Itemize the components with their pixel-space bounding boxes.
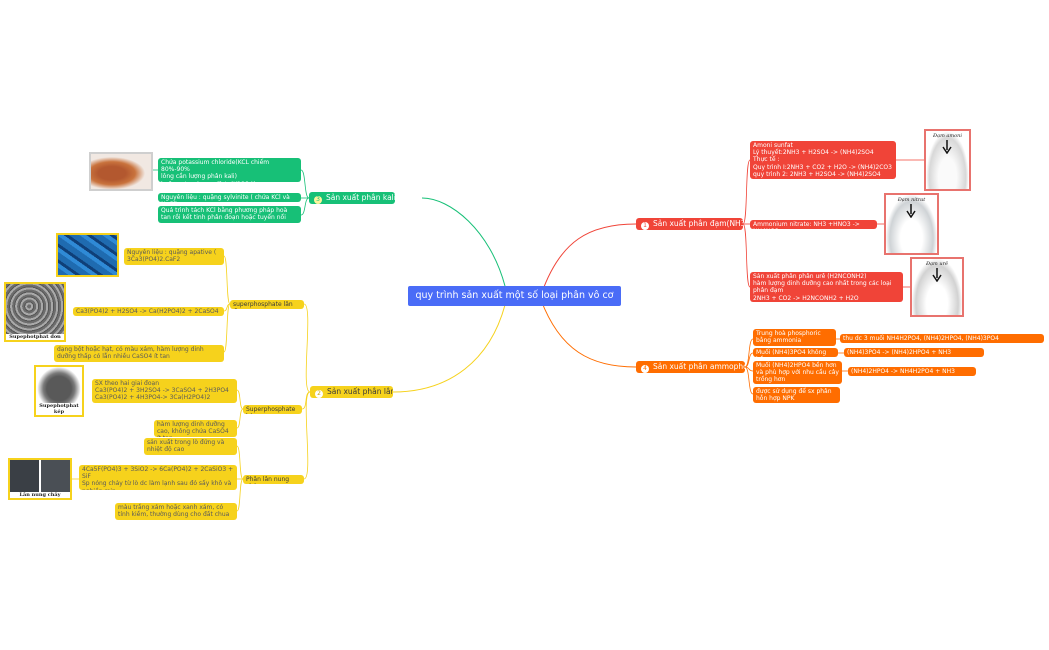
single-item-properties[interactable]: dạng bột hoặc hạt, có màu xám, hàm lượng… [54,345,224,362]
potassium-item-separation[interactable]: Quá trình tách KCl bằng phương pháp hoà … [158,206,301,223]
branch-potassium[interactable]: 3 Sản xuất phân kali [309,192,395,204]
ammophos-detail-reaction-1[interactable]: (NH4)3PO4 -> (NH4)2HPO4 + NH3 [844,348,984,357]
link-root-potassium [421,197,506,287]
nitrogen-item-urea[interactable]: Sản xuất phân phân urê (H2NCONH2) hàm lư… [750,272,903,302]
ammophos-item-neutralize[interactable]: Trung hoà phosphoric bằng ammonia [753,329,836,346]
link-root-nitrogen [540,223,637,296]
single-item-apatite[interactable]: Nguyên liệu : quặng apative ( 3Ca3(PO4)2… [124,248,224,265]
ammophos-item-unstable[interactable]: Muối (NH4)3PO4 không bền [753,348,838,357]
image-caption: Supephotphat đơn [6,334,64,340]
ammophos-detail-reaction-2[interactable]: (NH4)2HPO4 -> NH4H2PO4 + NH3 [848,367,976,376]
branch-number-badge: 4 [641,365,649,373]
branch-number-badge: 2 [315,390,323,398]
image-caption: Đạm amoni [933,133,962,139]
ammophos-item-stable[interactable]: Muối (NH4)2HPO4 bền hơn và phù hợp với n… [753,361,842,384]
arrow-down-icon [932,268,942,282]
double-item-stages[interactable]: SX theo hai giai đoạn Ca3(PO4)2 + 3H2SO4… [92,379,237,403]
sub-double-superphosphate[interactable]: Superphosphate kép [243,405,302,414]
image-double-superphosphate: Supephotphat kép [34,365,84,417]
branch-nitrogen-label: Sản xuất phân đạm(NH3) [653,219,743,228]
branch-number-badge: 3 [314,196,322,204]
single-item-reaction[interactable]: Ca3(PO4)2 + H2SO4 -> Ca(H2PO4)2 + 2CaSO4 [73,307,224,316]
sub-single-superphosphate[interactable]: superphosphate lân đơn [230,300,304,309]
branch-phosphate[interactable]: 2 Sản xuất phân lân [310,386,393,398]
image-caption: Supephotphat kép [36,403,82,415]
potassium-item-sylvinite[interactable]: Nguyên liệu : quặng sylvinite ( chứa KCl… [158,193,301,202]
image-apatite-ore [56,233,119,277]
image-single-superphosphate: Supephotphat đơn [4,282,66,342]
arrow-down-icon [906,204,916,218]
image-caption: Lân nung chảy [10,492,70,498]
image-caption: Đạm nitrat [897,197,926,203]
branch-phosphate-label: Sản xuất phân lân [327,387,393,396]
link-root-ammophos [540,299,637,368]
ammophos-item-npk[interactable]: được sử dụng để sx phân hỗn hợp NPK [753,387,840,403]
arrow-down-icon [942,140,952,154]
image-fused-phosphate: Lân nung chảy [8,458,72,500]
link-n1 [742,159,751,225]
fused-item-furnace[interactable]: sản xuất trong lò đứng và nhiệt độ cao [144,438,237,455]
fused-item-reaction[interactable]: 4Ca5F(PO4)3 + 3SiO2 -> 6Ca(PO4)2 + 2CaSi… [79,465,237,490]
image-caption: Đạm urê [926,261,948,267]
link-n3 [742,223,751,288]
nitrogen-item-ammonium-sulfate[interactable]: Amoni sunfat Lý thuyết:2NH3 + H2SO4 -> (… [750,141,896,179]
branch-number-badge: 1 [641,222,649,230]
link-root-phosphate [392,304,506,393]
nitrogen-item-ammonium-nitrate[interactable]: Ammonium nitrate: NH3 +HNO3 -> NH4NO3 [750,220,877,229]
ammophos-detail-3-salts[interactable]: thu dc 3 muối NH4H2PO4, (NH4)2HPO4, (NH4… [840,334,1044,343]
sub-fused-phosphate[interactable]: Phân lân nung chảy [243,475,304,484]
fused-item-properties[interactable]: màu trắng xám hoặc xanh xám, có tính kiề… [115,503,237,520]
image-dam-amoni: Đạm amoni [924,129,971,191]
root-node[interactable]: quy trình sản xuất một số loại phân vô c… [408,286,621,306]
image-potassium-sample [89,152,153,191]
potassium-item-kcl[interactable]: Chứa potassium chloride(KCL chiếm 80%-90… [158,158,301,182]
branch-nitrogen[interactable]: 1 Sản xuất phân đạm(NH3) [636,218,743,230]
branch-ammophos-label: Sản xuất phân ammophos [653,362,745,371]
branch-ammophos[interactable]: 4 Sản xuất phân ammophos [636,361,745,373]
image-dam-ure: Đạm urê [910,257,964,317]
image-dam-nitrat: Đạm nitrat [884,193,939,255]
branch-potassium-label: Sản xuất phân kali [326,193,395,202]
double-item-properties[interactable]: hàm lượng dinh dưỡng cao, không chứa CaS… [154,420,237,437]
